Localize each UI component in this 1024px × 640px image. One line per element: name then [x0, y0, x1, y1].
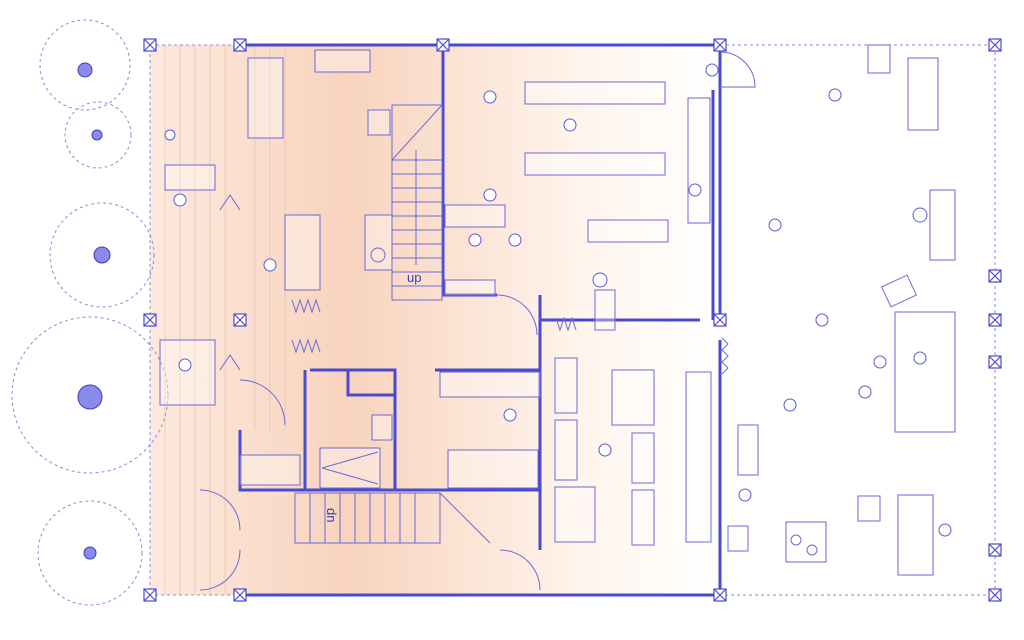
- stair-down: dn: [294, 492, 491, 544]
- stair-down-label: dn: [324, 508, 339, 522]
- window-zigzags: [219, 194, 729, 375]
- stair-up: up: [391, 104, 443, 301]
- columns: [143, 38, 1002, 602]
- walls: [238, 43, 722, 597]
- doors: [199, 51, 756, 591]
- people: [164, 63, 952, 537]
- stair-up-label: up: [407, 270, 421, 285]
- furniture: [159, 44, 956, 576]
- trees: [11, 19, 169, 606]
